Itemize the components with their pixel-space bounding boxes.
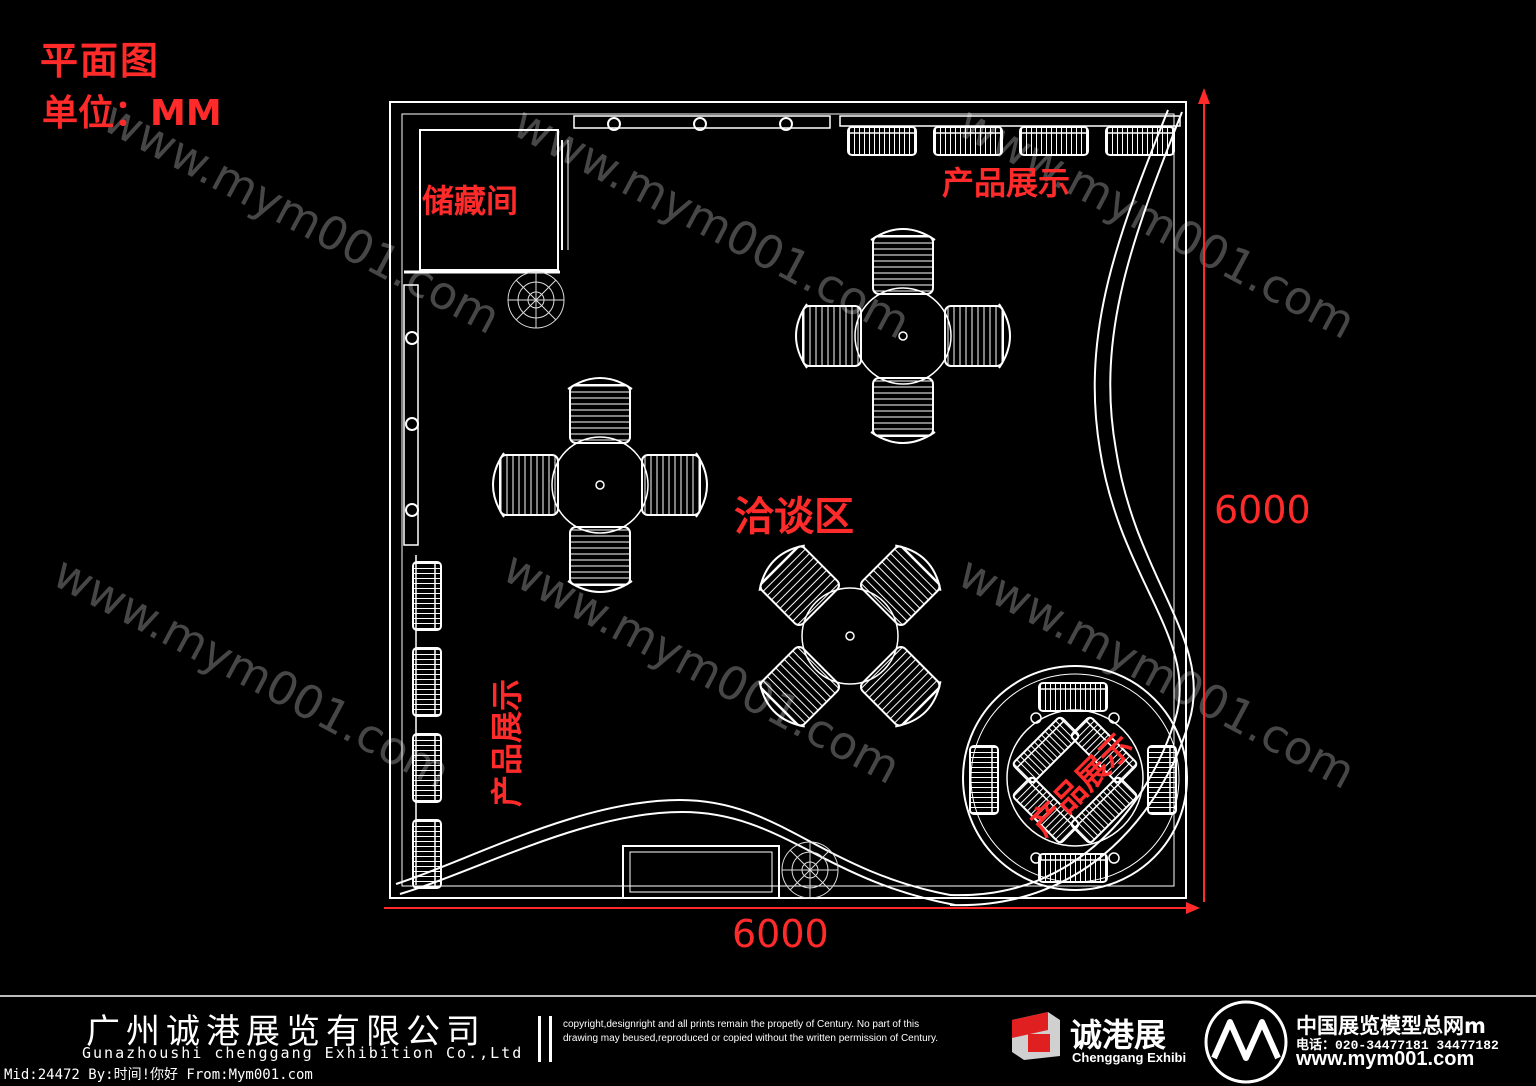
depth-dimension: 6000 [1214, 488, 1311, 532]
zone-product-left-label: 产品展示 [488, 679, 526, 808]
plan-title: 平面图 [40, 39, 161, 83]
brand-name-en: Chenggang Exhibi [1072, 1050, 1187, 1065]
divider-bars [538, 1016, 552, 1062]
site-url: www.mym001.com [1296, 1048, 1475, 1070]
company-name-cn: 广州诚港展览有限公司 [86, 1012, 486, 1052]
brand-logo-icon [1012, 1012, 1060, 1060]
footer-divider [0, 995, 1536, 997]
site-name-cn: 中国展览模型总网m [1296, 1014, 1486, 1038]
site-phone: 电话：020-34477181 34477182 [1296, 1038, 1499, 1053]
floor-plan [384, 88, 1210, 914]
width-dimension: 6000 [732, 912, 829, 956]
ava-logo-icon [1204, 1000, 1288, 1084]
zone-product-top-label: 产品展示 [942, 164, 1071, 202]
zone-negotiation-label: 洽谈区 [734, 494, 854, 540]
unit-label: 单位：MM [42, 93, 222, 134]
copyright-text: copyright,designright and all prints rem… [563, 1019, 939, 1044]
company-name-en: Gunazhoushi chenggang Exhibition Co.,Ltd [82, 1044, 524, 1062]
zone-storage-label: 储藏间 [422, 182, 519, 220]
mid-info: Mid:24472 By:时间!你好 From:Mym001.com [4, 1067, 313, 1083]
brand-name-cn: 诚港展 [1070, 1016, 1167, 1054]
